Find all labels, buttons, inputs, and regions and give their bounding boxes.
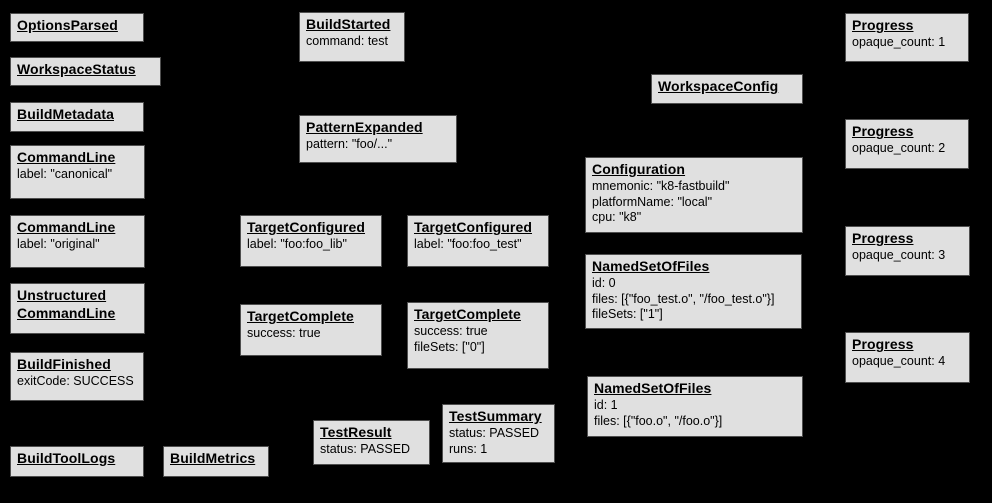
node-options-parsed: OptionsParsed bbox=[10, 13, 144, 42]
node-title: CommandLine bbox=[17, 149, 116, 165]
node-progress-2: Progress opaque_count: 2 bbox=[845, 119, 969, 169]
node-title: TestResult bbox=[320, 424, 392, 440]
node-build-metadata: BuildMetadata bbox=[10, 102, 144, 132]
node-command-line-original: CommandLine label: "original" bbox=[10, 215, 145, 268]
node-field: opaque_count: 1 bbox=[852, 34, 946, 49]
node-target-configured-foo-test: TargetConfigured label: "foo:foo_test" bbox=[407, 215, 549, 267]
node-workspace-status: WorkspaceStatus bbox=[10, 57, 161, 86]
node-target-complete-test: TargetComplete success: true fileSets: [… bbox=[407, 302, 549, 369]
node-field: status: PASSED bbox=[449, 425, 540, 440]
node-field: cpu: "k8" bbox=[592, 210, 642, 225]
node-field: files: [{"foo.o", "/foo.o"}] bbox=[594, 413, 723, 428]
node-title: BuildToolLogs bbox=[17, 450, 116, 466]
node-title: PatternExpanded bbox=[306, 119, 423, 135]
node-field: runs: 1 bbox=[449, 441, 488, 456]
node-field: opaque_count: 3 bbox=[852, 247, 946, 262]
node-title: Progress bbox=[852, 336, 914, 352]
node-field: success: true bbox=[247, 325, 321, 340]
node-title: Unstructured CommandLine bbox=[17, 287, 116, 321]
node-test-summary: TestSummary status: PASSED runs: 1 bbox=[442, 404, 555, 463]
node-title: OptionsParsed bbox=[17, 17, 118, 33]
node-title: BuildMetrics bbox=[170, 450, 256, 466]
node-title: WorkspaceConfig bbox=[658, 78, 779, 94]
node-workspace-config: WorkspaceConfig bbox=[651, 74, 803, 104]
node-field: opaque_count: 2 bbox=[852, 140, 946, 155]
node-title: Configuration bbox=[592, 161, 686, 177]
node-field: label: "original" bbox=[17, 236, 100, 251]
node-progress-3: Progress opaque_count: 3 bbox=[845, 226, 970, 276]
node-field: files: [{"foo_test.o", "/foo_test.o"}] bbox=[592, 291, 775, 306]
node-field: pattern: "foo/..." bbox=[306, 136, 393, 151]
node-build-started: BuildStarted command: test bbox=[299, 12, 405, 62]
node-progress-4: Progress opaque_count: 4 bbox=[845, 332, 970, 383]
node-field: status: PASSED bbox=[320, 441, 411, 456]
node-field: fileSets: ["1"] bbox=[592, 307, 663, 322]
node-title: Progress bbox=[852, 123, 914, 139]
node-unstructured-command-line: Unstructured CommandLine bbox=[10, 283, 145, 334]
node-field: success: true bbox=[414, 323, 488, 338]
node-build-tool-logs: BuildToolLogs bbox=[10, 446, 144, 477]
node-field: platformName: "local" bbox=[592, 194, 713, 209]
node-title: TargetConfigured bbox=[414, 219, 533, 235]
node-title: TargetComplete bbox=[247, 308, 354, 324]
node-title: BuildMetadata bbox=[17, 106, 114, 122]
node-field: exitCode: SUCCESS bbox=[17, 373, 134, 388]
node-target-complete-lib: TargetComplete success: true bbox=[240, 304, 382, 356]
node-field: label: "foo:foo_test" bbox=[414, 236, 522, 251]
node-field: id: 1 bbox=[594, 397, 618, 412]
node-title: TargetConfigured bbox=[247, 219, 366, 235]
node-progress-1: Progress opaque_count: 1 bbox=[845, 13, 969, 62]
node-title: Progress bbox=[852, 230, 914, 246]
node-title: BuildFinished bbox=[17, 356, 111, 372]
node-command-line-canonical: CommandLine label: "canonical" bbox=[10, 145, 145, 199]
node-title: NamedSetOfFiles bbox=[592, 258, 710, 274]
node-field: label: "foo:foo_lib" bbox=[247, 236, 347, 251]
node-field: command: test bbox=[306, 33, 388, 48]
node-named-set-of-files-1: NamedSetOfFiles id: 1 files: [{"foo.o", … bbox=[587, 376, 803, 437]
node-configuration: Configuration mnemonic: "k8-fastbuild" p… bbox=[585, 157, 803, 233]
node-target-configured-foo-lib: TargetConfigured label: "foo:foo_lib" bbox=[240, 215, 382, 267]
node-field: label: "canonical" bbox=[17, 166, 113, 181]
node-title: NamedSetOfFiles bbox=[594, 380, 712, 396]
node-title: Progress bbox=[852, 17, 914, 33]
node-build-metrics: BuildMetrics bbox=[163, 446, 269, 477]
node-field: opaque_count: 4 bbox=[852, 353, 946, 368]
node-field: id: 0 bbox=[592, 275, 616, 290]
node-title: WorkspaceStatus bbox=[17, 61, 136, 77]
node-field: fileSets: ["0"] bbox=[414, 339, 485, 354]
node-pattern-expanded: PatternExpanded pattern: "foo/..." bbox=[299, 115, 457, 163]
node-build-finished: BuildFinished exitCode: SUCCESS bbox=[10, 352, 144, 401]
node-test-result: TestResult status: PASSED bbox=[313, 420, 430, 465]
node-title: TestSummary bbox=[449, 408, 542, 424]
node-title: CommandLine bbox=[17, 219, 116, 235]
node-title: TargetComplete bbox=[414, 306, 521, 322]
node-named-set-of-files-0: NamedSetOfFiles id: 0 files: [{"foo_test… bbox=[585, 254, 802, 329]
node-field: mnemonic: "k8-fastbuild" bbox=[592, 178, 730, 193]
node-title: BuildStarted bbox=[306, 16, 391, 32]
